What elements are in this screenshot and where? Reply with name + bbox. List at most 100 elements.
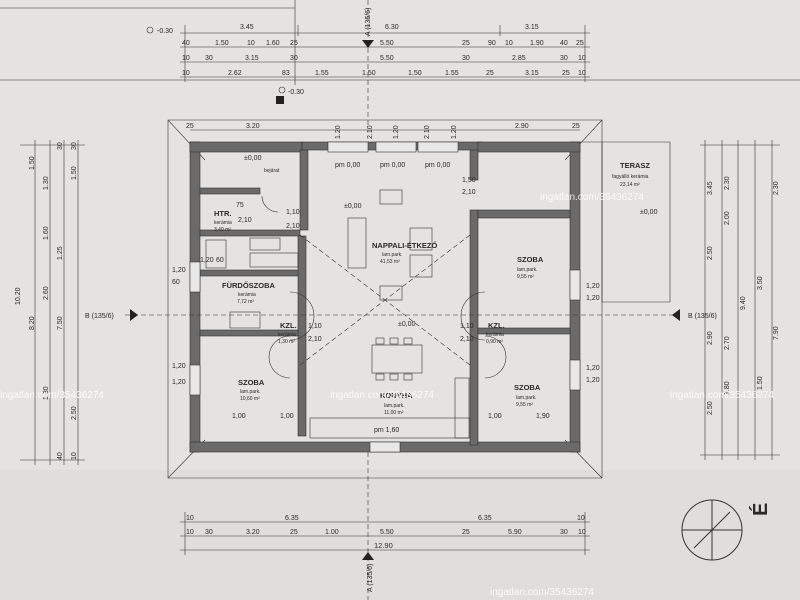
opening-dim: 60 <box>216 257 224 264</box>
top-dim-row3: 30 <box>290 55 298 62</box>
room-se-area: 9,55 m² <box>516 402 533 408</box>
right-dimension-lines <box>700 140 780 460</box>
bath-fixtures <box>205 237 299 329</box>
left-dim: 2.50 <box>71 406 78 420</box>
hall2-floor: kerámia <box>486 332 504 338</box>
left-dim: 1.50 <box>71 166 78 180</box>
room-se-name: SZOBA <box>514 383 541 392</box>
bottom-dim: 10 <box>578 529 586 536</box>
room-left-area: 10,60 m² <box>240 396 260 402</box>
top-dim-row3: 5.50 <box>380 55 394 62</box>
bath-area: 7,72 m² <box>237 299 254 305</box>
plan-dim: 1.20 <box>393 125 400 139</box>
top-dim-row2: 90 <box>488 40 496 47</box>
door-swings <box>261 195 507 379</box>
top-dim-row2: 25 <box>290 40 298 47</box>
left-dim: 7.50 <box>57 316 64 330</box>
section-a-bottom: A (135/6) <box>367 564 374 592</box>
plan-dim: 2.10 <box>367 125 374 139</box>
living-furniture <box>309 189 471 439</box>
paper-shadow <box>0 470 800 600</box>
opening-dim: 1,00 <box>280 413 294 420</box>
bottom-dim: 10 <box>577 515 585 522</box>
opening-dim: 2,10 <box>462 189 476 196</box>
top-dim-row4: 10 <box>578 70 586 77</box>
right-dim: 1.80 <box>724 381 731 395</box>
top-dim-row3: 10 <box>182 55 190 62</box>
door-sill-3: pm 0,00 <box>425 162 450 169</box>
section-a-top: A (135/6) <box>365 8 372 36</box>
plan-dim: 1.20 <box>451 125 458 139</box>
left-dim: 1.60 <box>43 226 50 240</box>
htr-floor: kerámia <box>214 220 232 226</box>
left-dim: 2.60 <box>43 286 50 300</box>
opening-dim: 1,10 <box>460 323 474 330</box>
room-ne-area: 9,55 m² <box>517 274 534 280</box>
top-dim-row3: 30 <box>205 55 213 62</box>
opening-dim: 1,90 <box>536 413 550 420</box>
opening-dim: 2,10 <box>238 217 252 224</box>
room-left-name: SZOBA <box>238 378 265 387</box>
hall-floor: kerámia <box>278 332 296 338</box>
opening-dim: 1,20 <box>586 377 600 384</box>
top-dim-1: 3.45 <box>240 24 254 31</box>
living-name: NAPPALI-ÉTKEZŐ <box>372 241 437 250</box>
terrace-outline <box>578 141 671 303</box>
left-dim: 40 <box>57 452 64 460</box>
right-dim: 2.30 <box>724 176 731 190</box>
plan-dim: 2.90 <box>515 123 529 130</box>
top-dim-row4: 25 <box>486 70 494 77</box>
level-marker-icon <box>276 96 284 104</box>
level-top-left: -0.30 <box>157 28 173 35</box>
level-hall: ±0,00 <box>244 155 262 162</box>
opening-dim: 1,10 <box>308 323 322 330</box>
opening-dim: 60 <box>172 279 180 286</box>
kitchen-area: 11,00 m² <box>384 410 404 416</box>
right-dim: 9.40 <box>740 296 747 310</box>
opening-dim: 1,50 <box>462 177 476 184</box>
bottom-dim: 10 <box>186 529 194 536</box>
opening-dim: 1,20 <box>172 363 186 370</box>
watermark-text: ingatlan.com/35436274 <box>670 390 774 401</box>
top-dim-row2: 40 <box>560 40 568 47</box>
section-b-right: B (135/6) <box>688 313 717 320</box>
plan-dim: 3.20 <box>246 123 260 130</box>
top-dim-row3: 30 <box>462 55 470 62</box>
opening-dim: 2,10 <box>308 336 322 343</box>
top-dim-row2: 40 <box>182 40 190 47</box>
right-dim: 3.45 <box>707 181 714 195</box>
bottom-dim: 5.90 <box>508 529 522 536</box>
top-dim-row2: 5.50 <box>380 40 394 47</box>
top-dim-row3: 30 <box>560 55 568 62</box>
room-ne-name: SZOBA <box>517 255 544 264</box>
level-marker-icon <box>278 86 286 94</box>
opening-dim: 1,20 <box>586 283 600 290</box>
north-label: É <box>749 503 772 516</box>
bath-name: FÜRDŐSZOBA <box>222 281 275 290</box>
top-dim-row3: 2.85 <box>512 55 526 62</box>
opening-dim: 2,10 <box>286 223 300 230</box>
bottom-dim: 6.35 <box>285 515 299 522</box>
opening-dim: 1,20 <box>172 267 186 274</box>
right-dim: 2.50 <box>707 246 714 260</box>
bath-floor: kerámia <box>238 292 256 298</box>
right-dim: 2.90 <box>707 331 714 345</box>
left-dim: 10 <box>71 452 78 460</box>
top-dim-row2: 25 <box>462 40 470 47</box>
watermark-text: ingatlan.com/35436274 <box>0 390 104 401</box>
level-center: ±0,00 <box>398 321 416 328</box>
section-arrow-icon <box>130 309 138 321</box>
top-dimension-lines <box>180 25 590 82</box>
level-upper-mid: -0.30 <box>288 89 304 96</box>
top-dim-3: 3.15 <box>525 24 539 31</box>
plan-dim: 25 <box>572 123 580 130</box>
door-sill-bottom: pm 1,60 <box>374 427 399 434</box>
top-dim-row3: 3.15 <box>245 55 259 62</box>
room-left-floor: lam.park. <box>240 389 261 395</box>
terrace-area: 23,14 m² <box>620 182 640 188</box>
right-dim: 2.30 <box>773 181 780 195</box>
terrace-name: TERASZ <box>620 161 650 170</box>
right-dim: 2.00 <box>724 211 731 225</box>
top-dim-row2: 10 <box>505 40 513 47</box>
watermark-text: ingatlan.com/35436274 <box>490 587 594 598</box>
